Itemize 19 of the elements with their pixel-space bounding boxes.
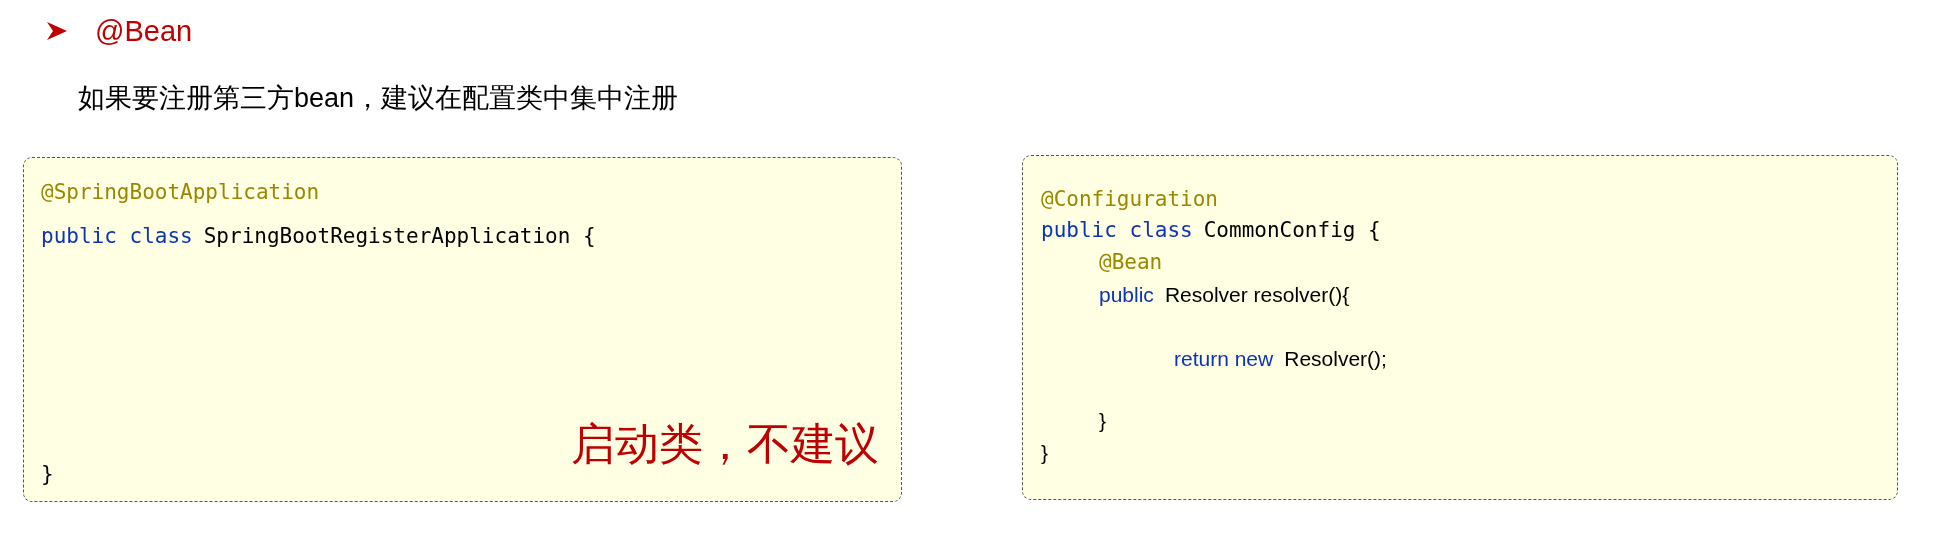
- code-keyword: public class: [1041, 218, 1193, 244]
- code-text: CommonConfig {: [1203, 218, 1381, 244]
- code-text: Resolver resolver(){: [1164, 282, 1350, 308]
- code-box: [23, 157, 902, 502]
- code-text: }: [41, 462, 54, 488]
- code-box: [1022, 155, 1898, 500]
- slide-title: @Bean: [95, 14, 193, 49]
- note-text: 启动类，不建议: [571, 418, 879, 470]
- code-annotation: @SpringBootApplication: [41, 180, 320, 206]
- code-keyword: public: [1099, 282, 1154, 308]
- code-annotation: @Bean: [1099, 250, 1163, 276]
- code-text: Resolver();: [1284, 346, 1387, 372]
- subtitle-text: 如果要注册第三方bean，建议在配置类中集中注册: [78, 82, 679, 115]
- code-annotation: @Configuration: [1041, 187, 1218, 213]
- code-text: SpringBootRegisterApplication {: [203, 224, 596, 250]
- code-keyword: return new: [1174, 346, 1274, 372]
- code-text: }: [1099, 408, 1106, 434]
- code-text: }: [1041, 440, 1048, 466]
- code-keyword: public class: [41, 224, 193, 250]
